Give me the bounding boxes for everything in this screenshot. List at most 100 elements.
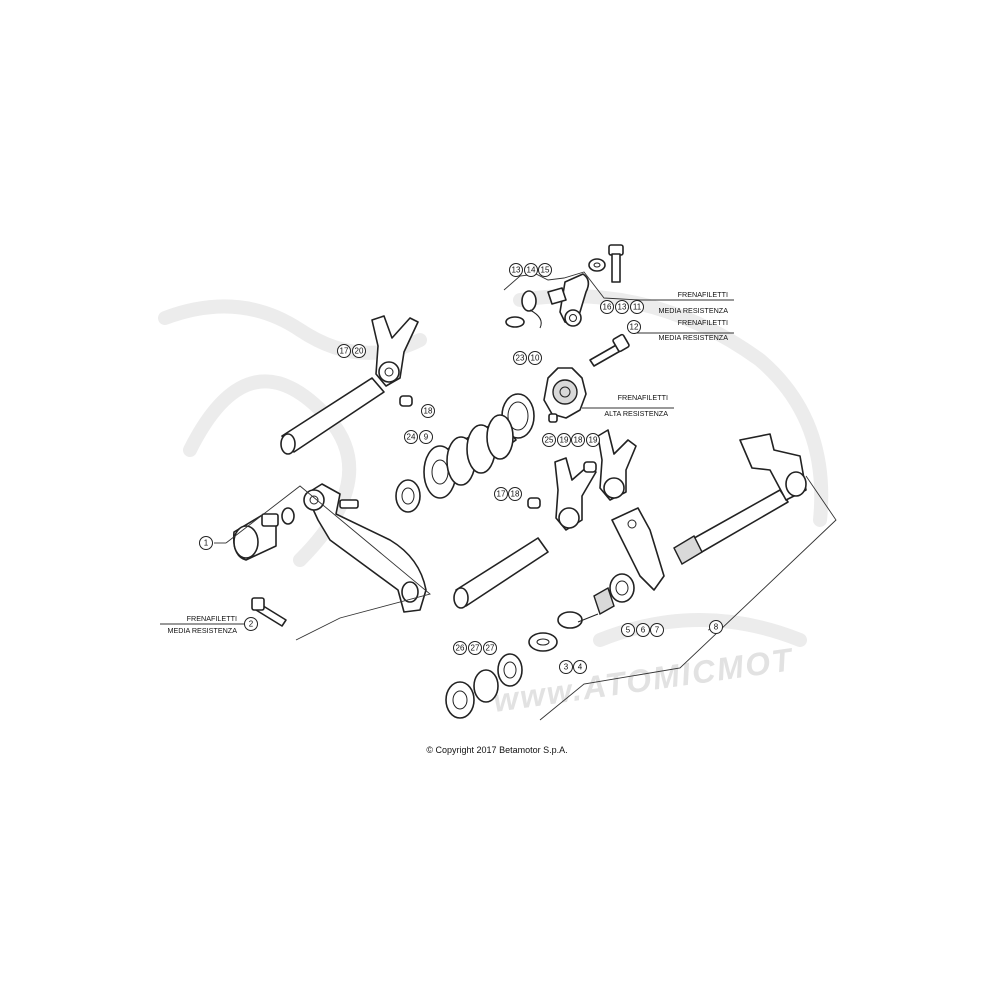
callout-19-a: 19 xyxy=(557,433,571,447)
watermark-logo: www.ATOMICMOT xyxy=(158,289,829,719)
watermark-text: www.ATOMICMOT xyxy=(491,641,796,719)
part-11-bolt xyxy=(608,244,624,283)
note-threadlocker-11: FRENAFILETTI MEDIA RESISTENZA xyxy=(659,290,729,315)
part-19-shift-fork-rear xyxy=(597,429,637,501)
svg-text:13: 13 xyxy=(512,266,521,275)
callout-17-left: 17 xyxy=(337,344,351,358)
part-12-bolt xyxy=(589,333,630,367)
svg-text:6: 6 xyxy=(641,626,646,635)
callout-14: 14 xyxy=(524,263,538,277)
part-3-4-spring-clip xyxy=(528,611,599,652)
svg-text:2: 2 xyxy=(249,620,254,629)
part-25-pin xyxy=(548,413,558,423)
svg-text:9: 9 xyxy=(424,433,429,442)
callout-1: 1 xyxy=(199,536,213,550)
callout-5: 5 xyxy=(621,623,635,637)
part-5-6-spring-bushing xyxy=(593,573,635,616)
svg-text:19: 19 xyxy=(589,436,598,445)
svg-text:5: 5 xyxy=(626,626,631,635)
svg-text:ALTA RESISTENZA: ALTA RESISTENZA xyxy=(604,409,668,418)
part-10-selector-star xyxy=(543,367,587,419)
svg-text:11: 11 xyxy=(633,303,642,312)
svg-text:25: 25 xyxy=(545,436,554,445)
callout-13-top: 13 xyxy=(509,263,523,277)
callout-10: 10 xyxy=(528,351,542,365)
callout-24: 24 xyxy=(404,430,418,444)
callout-16: 16 xyxy=(600,300,614,314)
svg-text:13: 13 xyxy=(618,303,627,312)
note-threadlocker-2: FRENAFILETTI MEDIA RESISTENZA xyxy=(168,614,238,635)
svg-text:7: 7 xyxy=(655,626,660,635)
part-16-washer xyxy=(588,258,606,272)
svg-text:18: 18 xyxy=(574,436,583,445)
part-26-bearing xyxy=(445,681,475,719)
copyright-text: © Copyright 2017 Betamotor S.p.A. xyxy=(426,745,567,755)
svg-text:14: 14 xyxy=(527,266,536,275)
svg-text:4: 4 xyxy=(578,663,583,672)
callout-18-mid: 18 xyxy=(571,433,585,447)
callout-13-right: 13 xyxy=(615,300,629,314)
callout-3: 3 xyxy=(559,660,573,674)
callout-27-a: 27 xyxy=(468,641,482,655)
svg-text:17: 17 xyxy=(340,347,349,356)
part-18-roller xyxy=(399,395,413,407)
part-19-shift-fork-front xyxy=(554,457,597,531)
note-threadlocker-10: FRENAFILETTI ALTA RESISTENZA xyxy=(604,393,668,418)
callout-19-b: 19 xyxy=(586,433,600,447)
svg-text:12: 12 xyxy=(630,323,639,332)
svg-text:27: 27 xyxy=(486,644,495,653)
part-8-selector-shaft xyxy=(673,433,807,565)
svg-text:26: 26 xyxy=(456,644,465,653)
svg-text:19: 19 xyxy=(560,436,569,445)
callout-12: 12 xyxy=(627,320,641,334)
svg-text:1: 1 xyxy=(204,539,209,548)
svg-text:MEDIA RESISTENZA: MEDIA RESISTENZA xyxy=(659,306,729,315)
callout-7: 7 xyxy=(650,623,664,637)
callout-26: 26 xyxy=(453,641,467,655)
svg-text:FRENAFILETTI: FRENAFILETTI xyxy=(187,614,237,623)
svg-text:FRENAFILETTI: FRENAFILETTI xyxy=(678,290,728,299)
callout-6: 6 xyxy=(636,623,650,637)
callout-8: 8 xyxy=(709,620,723,634)
svg-text:23: 23 xyxy=(516,354,525,363)
part-2-bolt xyxy=(251,597,287,627)
svg-text:15: 15 xyxy=(541,266,550,275)
callout-18-right: 18 xyxy=(508,487,522,501)
part-7-plate xyxy=(611,507,665,591)
svg-text:8: 8 xyxy=(714,623,719,632)
part-13-14-15-lever xyxy=(505,273,590,329)
part-9-shift-drum xyxy=(423,414,517,499)
part-17-fork-shaft xyxy=(280,377,385,455)
callout-18-left: 18 xyxy=(421,404,435,418)
part-18-rollers-right xyxy=(527,461,597,509)
callout-4: 4 xyxy=(573,660,587,674)
leader-lines xyxy=(160,271,837,721)
svg-text:17: 17 xyxy=(497,490,506,499)
svg-text:27: 27 xyxy=(471,644,480,653)
callout-2: 2 xyxy=(244,617,258,631)
svg-text:3: 3 xyxy=(564,663,569,672)
note-threadlocker-12: FRENAFILETTI MEDIA RESISTENZA xyxy=(659,318,729,342)
callout-25: 25 xyxy=(542,433,556,447)
svg-text:24: 24 xyxy=(407,433,416,442)
callout-20: 20 xyxy=(352,344,366,358)
svg-text:20: 20 xyxy=(355,347,364,356)
callout-17-right: 17 xyxy=(494,487,508,501)
svg-text:MEDIA RESISTENZA: MEDIA RESISTENZA xyxy=(168,626,238,635)
svg-text:MEDIA RESISTENZA: MEDIA RESISTENZA xyxy=(659,333,729,342)
svg-text:FRENAFILETTI: FRENAFILETTI xyxy=(618,393,668,402)
svg-text:18: 18 xyxy=(511,490,520,499)
svg-text:FRENAFILETTI: FRENAFILETTI xyxy=(678,318,728,327)
svg-text:10: 10 xyxy=(531,354,540,363)
callout-11: 11 xyxy=(630,300,644,314)
svg-text:18: 18 xyxy=(424,407,433,416)
part-17-fork-shaft-right xyxy=(453,537,549,609)
svg-text:16: 16 xyxy=(603,303,612,312)
part-27-bearings xyxy=(473,653,523,703)
callout-23: 23 xyxy=(513,351,527,365)
callout-9: 9 xyxy=(419,430,433,444)
callout-15: 15 xyxy=(538,263,552,277)
callout-27-b: 27 xyxy=(483,641,497,655)
part-20-shift-fork xyxy=(371,315,419,387)
